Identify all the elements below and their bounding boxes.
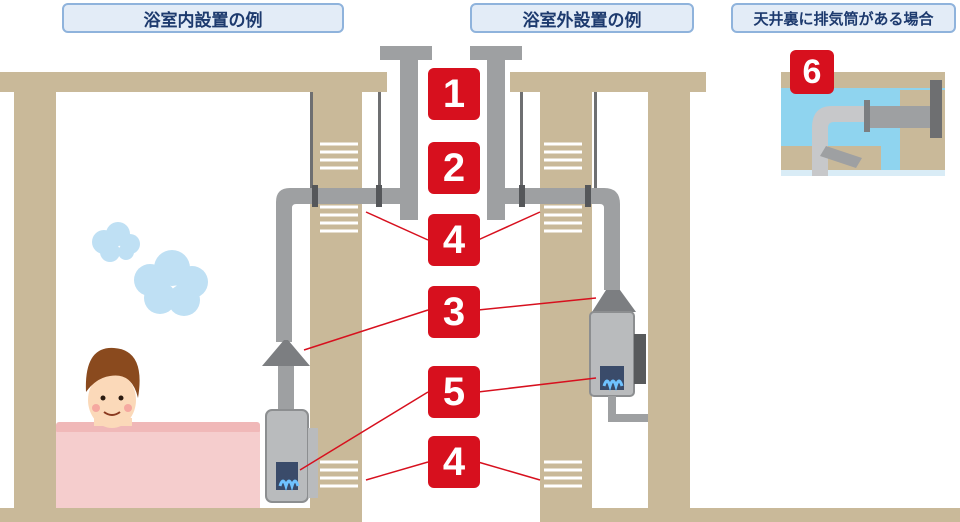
steam-clouds [92,222,208,316]
header-ceiling: 天井裏に排気筒がある場合 [731,3,956,33]
header-outdoor-label: 浴室外設置の例 [522,10,642,31]
exhaust-pipes [262,46,636,410]
header-indoor-label: 浴室内設置の例 [143,10,263,31]
bathtub [56,422,260,508]
badge-3: 3 [428,286,480,338]
badge-1: 1 [428,68,480,120]
badge-5: 5 [428,366,480,418]
badge-4-bottom: 4 [428,436,480,488]
badge-6: 6 [790,50,834,94]
header-outdoor: 浴室外設置の例 [470,3,694,33]
ceiling-inset [781,72,945,176]
indoor-water-heater [265,409,318,503]
badge-4-top: 4 [428,214,480,266]
header-indoor: 浴室内設置の例 [62,3,344,33]
wall-louvers [320,142,582,488]
outdoor-water-heater [589,311,648,422]
callout-lines [299,211,597,481]
bathing-person [85,347,140,428]
badge-2: 2 [428,142,480,194]
header-ceiling-label: 天井裏に排気筒がある場合 [753,9,934,28]
